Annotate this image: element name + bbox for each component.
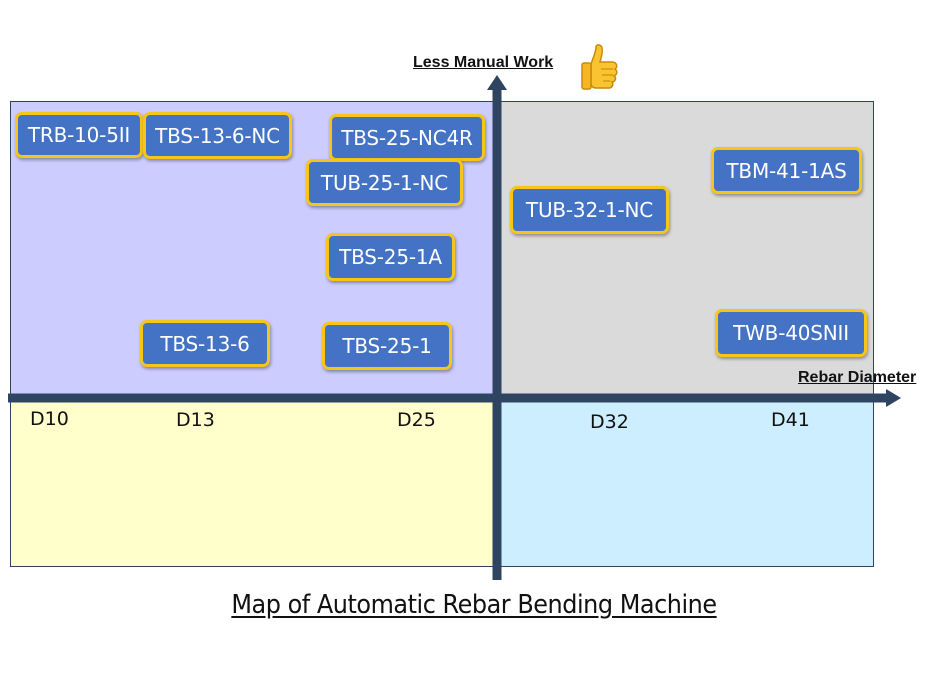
thumbs-up-icon: [581, 44, 618, 90]
quadrant-small-diameter-more-manual: [10, 398, 496, 567]
tick-d32: D32: [590, 411, 629, 433]
y-axis-arrowhead: [487, 75, 507, 90]
diagram-title: Map of Automatic Rebar Bending Machine: [231, 590, 717, 620]
tick-d25: D25: [397, 409, 436, 431]
tick-d13: D13: [176, 409, 215, 431]
machine-tbs-13-6-nc[interactable]: TBS-13-6-NC: [143, 112, 292, 159]
machine-tbs-25-1[interactable]: TBS-25-1: [322, 322, 452, 370]
tick-d10: D10: [30, 408, 69, 430]
machine-tbm-41-1as[interactable]: TBM-41-1AS: [711, 147, 862, 194]
machine-tbs-13-6[interactable]: TBS-13-6: [140, 320, 270, 367]
tick-d41: D41: [771, 409, 810, 431]
machine-tub-32-1-nc[interactable]: TUB-32-1-NC: [510, 186, 669, 234]
machine-tbs-25-1a[interactable]: TBS-25-1A: [326, 233, 455, 281]
machine-twb-40snii[interactable]: TWB-40SNII: [715, 309, 867, 357]
y-axis-label: Less Manual Work: [413, 54, 554, 71]
machine-tub-25-1-nc[interactable]: TUB-25-1-NC: [306, 159, 463, 206]
x-axis-arrowhead: [886, 389, 901, 407]
machine-tbs-25-nc4r[interactable]: TBS-25-NC4R: [329, 114, 485, 161]
quadrant-large-diameter-more-manual: [496, 398, 874, 567]
x-axis-label: Rebar Diameter: [798, 369, 917, 386]
machine-trb-10-5ii[interactable]: TRB-10-5II: [15, 112, 143, 158]
